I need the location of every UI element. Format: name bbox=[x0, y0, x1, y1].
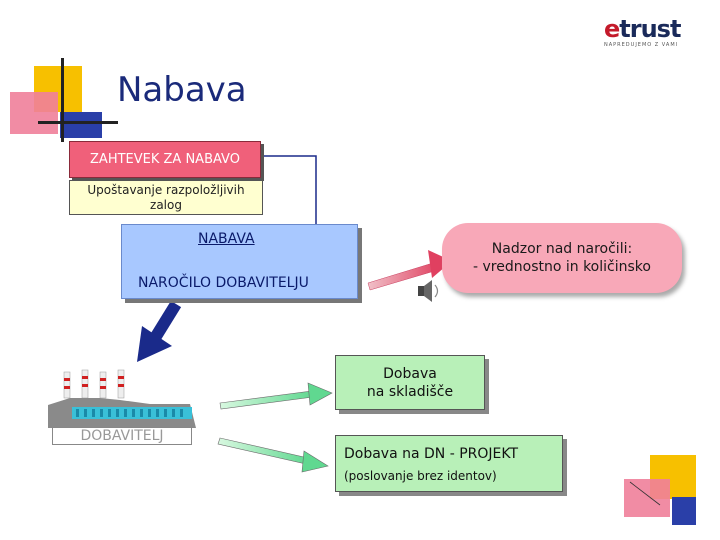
upostevanje-label-line1: Upoštavanje razpoložljivih bbox=[87, 182, 245, 197]
narocilo-label: NAROČILO DOBAVITELJU bbox=[138, 275, 309, 291]
dn-main-label: Dobava na DN - PROJEKT bbox=[344, 446, 519, 462]
arrow-to-dobavitelj bbox=[137, 300, 182, 362]
arrow-to-dobava-skladisce bbox=[219, 382, 333, 410]
decor-line-vertical bbox=[61, 58, 64, 142]
etrust-logo: etrust NAPREDUJEMO Z VAMI bbox=[604, 15, 681, 48]
dobavitelj-label: DOBAVITELJ bbox=[52, 427, 192, 445]
nadzor-label-line1: Nadzor nad naročili: bbox=[491, 241, 633, 257]
arrow-to-dobava-dn bbox=[217, 437, 329, 473]
box-nabava: NABAVA NAROČILO DOBAVITELJU bbox=[121, 224, 358, 299]
box-zahtevek-za-nabavo: ZAHTEVEK ZA NABAVO bbox=[69, 141, 261, 178]
zahtevek-label: ZAHTEVEK ZA NABAVO bbox=[90, 152, 240, 167]
decor-square-blue bbox=[60, 112, 102, 138]
box-dobava-na-skladisce: Dobava na skladišče bbox=[335, 355, 485, 410]
dobava-label-line1: Dobava bbox=[383, 365, 437, 382]
page-title: Nabava bbox=[117, 70, 247, 110]
decor-square-pink bbox=[10, 92, 58, 134]
decor-line-horizontal bbox=[38, 121, 118, 124]
box-nadzor-nad-narocili: Nadzor nad naročili: - vrednostno in kol… bbox=[442, 223, 682, 293]
nabava-label: NABAVA bbox=[198, 231, 255, 247]
dobava-label-line2: na skladišče bbox=[366, 383, 454, 400]
decor-line-diagonal bbox=[629, 481, 661, 506]
arrow-to-nadzor bbox=[367, 250, 452, 291]
box-dobava-na-dn: Dobava na DN - PROJEKT (poslovanje brez … bbox=[335, 435, 563, 492]
connector-zahtevek-nabava bbox=[262, 155, 317, 224]
nadzor-label-line2: - vrednostno in količinsko bbox=[473, 259, 651, 275]
decor-square-blue-bottom bbox=[672, 497, 696, 525]
decor-square-pink-bottom bbox=[624, 479, 670, 517]
factory-icon bbox=[48, 369, 196, 428]
dn-sub-label: (poslovanje brez identov) bbox=[344, 469, 497, 483]
upostevanje-label-line2: zalog bbox=[150, 197, 182, 212]
speaker-icon bbox=[418, 280, 439, 302]
box-upostevanje-zalog: Upoštavanje razpoložljivih zalog bbox=[69, 180, 263, 215]
